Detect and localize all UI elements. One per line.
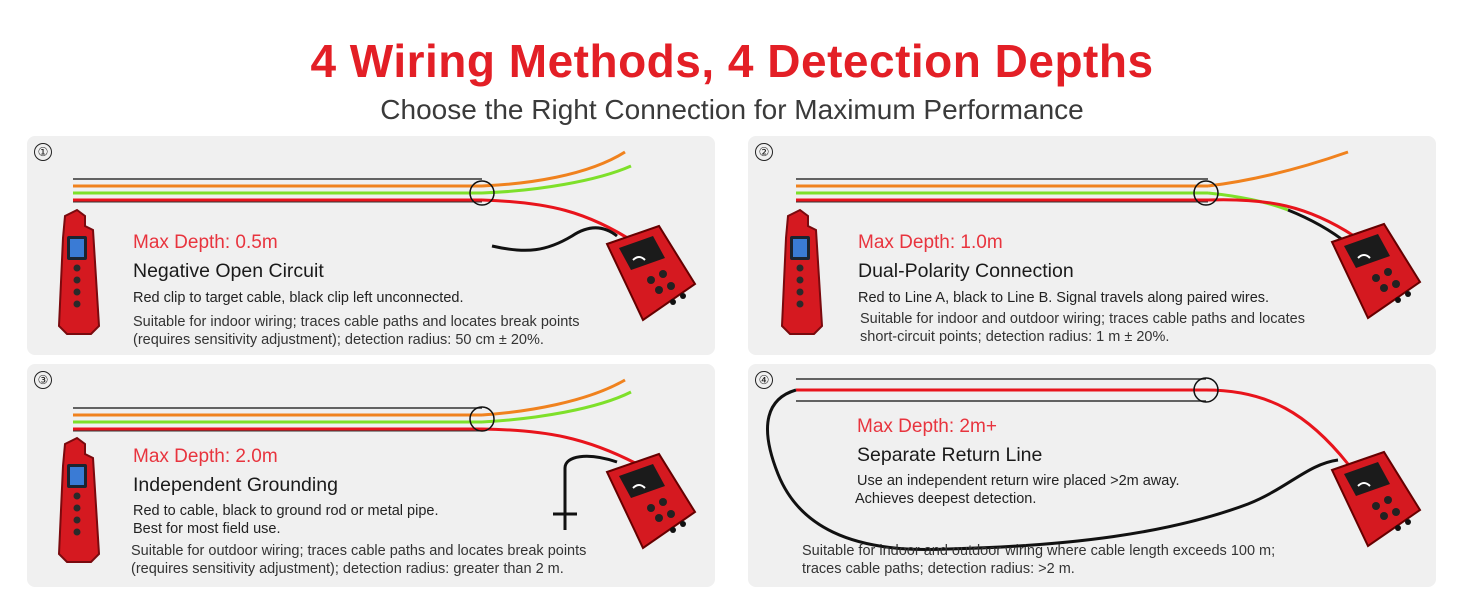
usage-description-line1: Suitable for indoor wiring; traces cable… [133,314,580,330]
method-number-badge: ④ [755,371,773,389]
probe-receiver-icon [57,208,101,335]
method-number-badge: ③ [34,371,52,389]
max-depth-label: Max Depth: 2.0m [133,446,278,467]
connection-description: Red to Line A, black to Line B. Signal t… [858,290,1270,306]
connection-description: Red clip to target cable, black clip lef… [133,290,464,306]
wiring-diagram-2 [796,150,1355,246]
usage-description-line1: Suitable for indoor and outdoor wiring; … [860,311,1305,327]
wiring-diagram-4 [766,377,1350,552]
probe-receiver-icon [780,208,824,335]
max-depth-label: Max Depth: 1.0m [858,232,1003,253]
transmitter-icon [1330,450,1422,548]
usage-description-line1: Suitable for outdoor wiring; traces cabl… [131,543,587,559]
page-title: 4 Wiring Methods, 4 Detection Depths [310,35,1154,87]
wiring-diagram-1 [73,150,638,252]
method-panel-2: ② Max Depth: 1.0m Dual-Polarity Connecti… [748,136,1436,355]
usage-description-line1: Suitable for indoor and outdoor wiring w… [802,543,1276,559]
connection-description: Red to cable, black to ground rod or met… [133,503,439,519]
method-name: Separate Return Line [857,444,1043,466]
method-panel-3: ③ Max Depth: 2.0m Independent Grounding … [27,364,715,587]
usage-description-line2: (requires sensitivity adjustment); detec… [133,332,544,348]
usage-description-line2: short-circuit points; detection radius: … [860,329,1170,345]
connection-description-line2: Best for most field use. [133,521,281,537]
connection-description-line2: Achieves deepest detection. [855,491,1037,507]
wiring-diagram-3 [73,378,638,530]
method-name: Independent Grounding [133,474,338,496]
method-number-badge: ② [755,143,773,161]
page-subtitle: Choose the Right Connection for Maximum … [380,94,1084,125]
method-name: Negative Open Circuit [133,260,324,282]
transmitter-icon [1330,222,1422,320]
usage-description-line2: (requires sensitivity adjustment); detec… [131,561,564,577]
probe-receiver-icon [57,436,101,563]
connection-description: Use an independent return wire placed >2… [857,473,1180,489]
method-panel-4: ④ Max Depth: 2m+ Separate Return Line Us… [748,364,1436,587]
usage-description-line2: traces cable paths; detection radius: >2… [802,561,1075,577]
method-number-badge: ① [34,143,52,161]
method-panel-1: ① Max Depth: 0.5m Negative Open Circuit … [27,136,715,355]
max-depth-label: Max Depth: 2m+ [857,416,997,437]
transmitter-icon [605,452,697,550]
max-depth-label: Max Depth: 0.5m [133,232,278,253]
method-name: Dual-Polarity Connection [858,260,1074,282]
transmitter-icon [605,224,697,322]
